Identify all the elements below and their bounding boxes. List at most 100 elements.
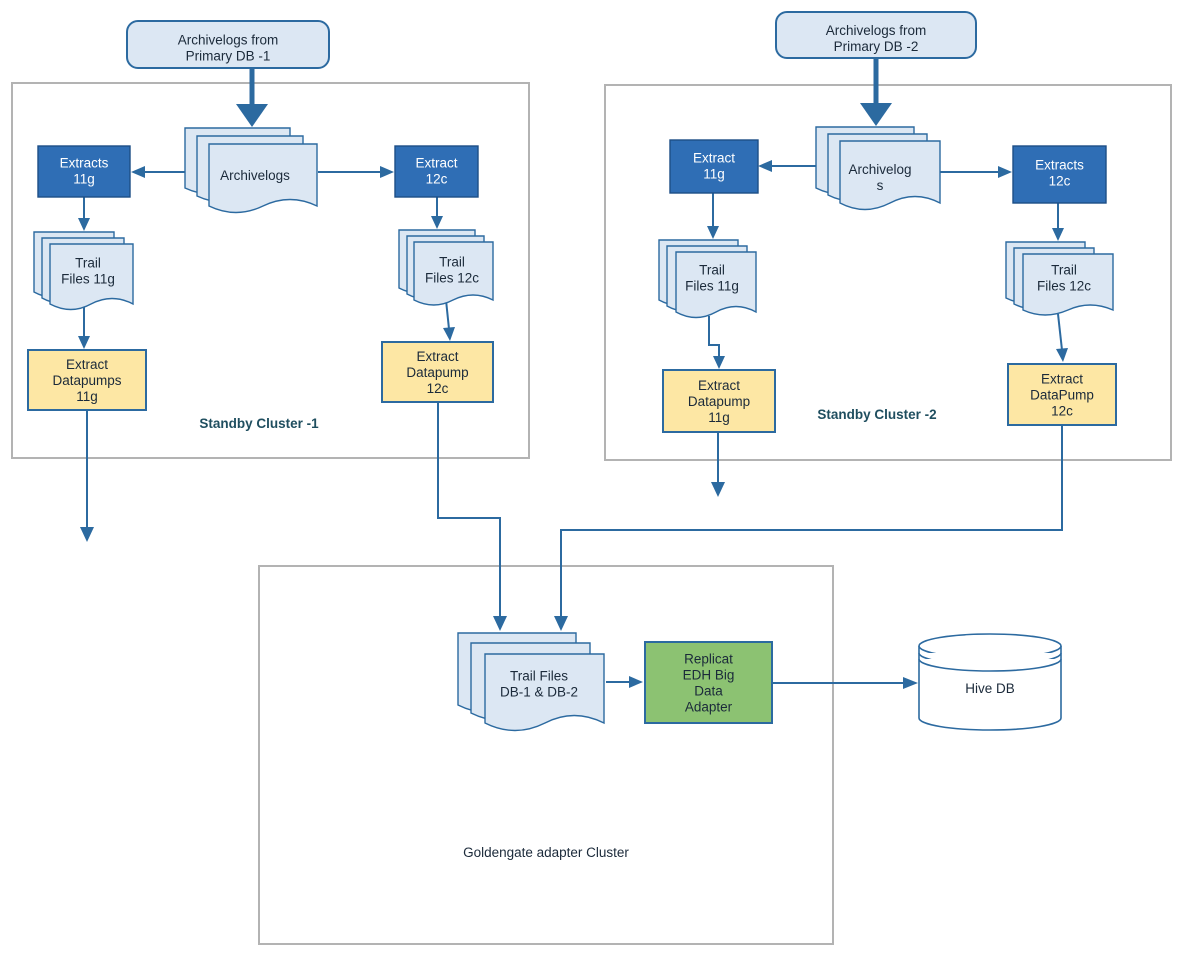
trail-11g-2-label-line: Files 11g: [685, 279, 739, 294]
connector-pump12c2-to-trail-combined: [560, 426, 1063, 617]
arrowhead: [711, 482, 725, 497]
standby-cluster-2-label: Standby Cluster -2: [817, 407, 936, 422]
arrowhead: [131, 166, 145, 178]
pump-11g-2-label-line: Datapump: [688, 394, 750, 409]
arrowhead: [78, 218, 90, 231]
archivelogs-2-label-line: Archivelog: [848, 162, 911, 177]
pump-12c-1-label-line: 12c: [427, 381, 449, 396]
archivelogs-1-label: Archivelogs: [220, 168, 290, 183]
standby-cluster-1-box: [11, 82, 530, 459]
standby-cluster-2-box: [604, 84, 1172, 461]
pump-12c-1-label-line: Extract: [416, 349, 458, 364]
primary-db-2-label-line: Primary DB -2: [834, 39, 919, 54]
pump-12c-2-label-line: Extract: [1041, 372, 1083, 387]
arrowhead: [380, 166, 394, 178]
connector-trail11g2-pump: [708, 316, 720, 357]
arrowhead: [493, 616, 507, 631]
connector-pump12c-to-trail-combined: [437, 402, 501, 617]
trail-12c-2-label-line: Trail: [1051, 263, 1077, 278]
arrowhead: [707, 226, 719, 239]
trail-combined-label-line: Trail Files: [510, 669, 568, 684]
arrowhead: [554, 616, 568, 631]
arrowhead: [903, 677, 918, 689]
pump-11g-1-label-line: Datapumps: [52, 373, 121, 388]
trail-11g-1-label-line: Files 11g: [61, 272, 115, 287]
arrowhead: [236, 104, 268, 127]
pump-12c-2-label-line: 12c: [1051, 404, 1073, 419]
primary-db-1-label-line: Primary DB -1: [186, 49, 271, 64]
arrowhead: [431, 216, 443, 229]
trail-combined-label-line: DB-1 & DB-2: [500, 685, 578, 700]
hive-db-node: Hive DB: [918, 633, 1062, 731]
trail-12c-2-label-line: Files 12c: [1037, 279, 1091, 294]
arrowhead: [998, 166, 1012, 178]
hive-db-label-line: Hive DB: [965, 681, 1015, 696]
arrowhead: [860, 103, 892, 126]
arrowhead: [713, 356, 725, 369]
pump-11g-1-label-line: Extract: [66, 357, 108, 372]
pump-11g-2-label-line: Extract: [698, 378, 740, 393]
arrowhead: [443, 327, 455, 341]
goldengate-cluster-label: Goldengate adapter Cluster: [463, 845, 629, 860]
replicat-label-line: Adapter: [685, 700, 733, 715]
primary-db-2-label-line: Archivelogs from: [826, 23, 927, 38]
replicat-label-line: EDH Big: [683, 668, 735, 683]
extracts-11g-1-label-line: 11g: [73, 172, 95, 187]
archivelogs-1-label-line: Archivelogs: [220, 168, 290, 183]
extract-11g-2-label-line: Extract: [693, 151, 735, 166]
pump-11g-2-label-line: 11g: [708, 410, 730, 425]
arrowhead: [629, 676, 643, 688]
extract-11g-2-label-line: 11g: [703, 167, 725, 182]
replicat-label-line: Data: [694, 684, 723, 699]
replicat-label-line: Replicat: [684, 652, 733, 667]
trail-11g-2-label-line: Trail: [699, 263, 725, 278]
arrowhead: [1056, 348, 1068, 362]
extracts-11g-1-label-line: Extracts: [60, 156, 109, 171]
hive-db-label: Hive DB: [965, 681, 1015, 696]
archivelogs-1-node: Archivelogs: [184, 127, 318, 214]
extract-12c-1-label-line: 12c: [426, 172, 448, 187]
pump-11g-1-label-line: 11g: [76, 389, 98, 404]
arrowhead: [78, 336, 90, 349]
extracts-12c-2-label-line: Extracts: [1035, 158, 1084, 173]
archivelogs-2-label-line: s: [877, 178, 884, 193]
arrowhead: [80, 527, 94, 542]
trail-12c-1-label-line: Files 12c: [425, 271, 479, 286]
primary-db-1-label-line: Archivelogs from: [178, 33, 279, 48]
goldengate-cluster-box: [258, 565, 834, 945]
trail-12c-1-label-line: Trail: [439, 255, 465, 270]
connector-trail12c2-pump: [1057, 313, 1063, 351]
standby-cluster-1-label: Standby Cluster -1: [199, 416, 319, 431]
